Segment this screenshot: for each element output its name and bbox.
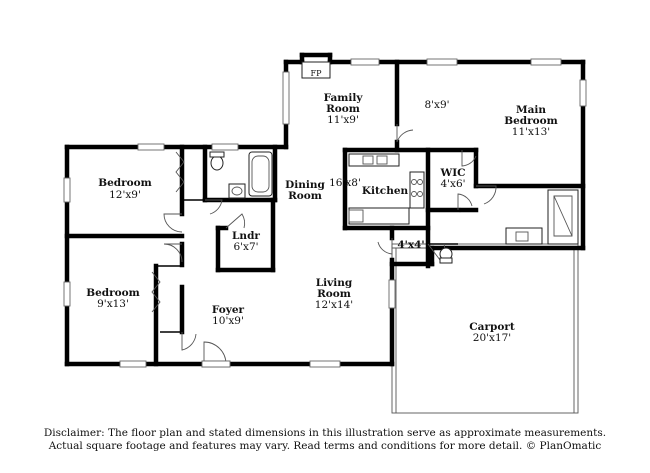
main-bedroom-label-1: Main: [516, 104, 546, 116]
laundry-label: Lndr: [232, 230, 260, 242]
family-room-label-2: Room: [326, 103, 360, 115]
interior-walls: [64, 59, 586, 367]
kitchen-counter-top: [348, 153, 400, 167]
foyer-label: Foyer: [212, 304, 245, 316]
wic-label: WIC: [439, 167, 465, 179]
bedroom-2-label: Bedroom: [86, 287, 140, 299]
bedroom-1-label: Bedroom: [98, 177, 152, 189]
main-bath-sink: [505, 227, 543, 245]
dining-room-label-2: Room: [288, 190, 322, 202]
fixtures: [151, 61, 579, 313]
family-room-dims: 11'x9': [327, 114, 359, 126]
living-room-label-1: Living: [316, 277, 353, 289]
main-bedroom-label-2: Bedroom: [504, 115, 558, 127]
disclaimer: Disclaimer: The floor plan and stated di…: [0, 427, 650, 453]
hall-4x4-dims: 4'x4': [397, 239, 424, 251]
living-room-label-2: Room: [317, 288, 351, 300]
closet-8x9-dims: 8'x9': [424, 99, 449, 111]
foyer-dims: 10'x9': [212, 315, 244, 327]
room-labels: FP Family Room 11'x9' 8'x9' Main Bedroom…: [86, 69, 558, 344]
main-bedroom-dims: 11'x13': [512, 126, 550, 138]
disclaimer-line-1: Disclaimer: The floor plan and stated di…: [43, 427, 607, 439]
toilet: [210, 155, 224, 171]
bathroom-sink: [228, 183, 246, 199]
bedroom-2-dims: 9'x13': [97, 298, 129, 310]
family-room-label-1: Family: [324, 92, 364, 104]
bedroom-1-dims: 12'x9': [109, 189, 141, 201]
dining-room-label-1: Dining: [285, 179, 325, 191]
disclaimer-line-2: Actual square footage and features may v…: [48, 440, 602, 452]
kitchen-label: Kitchen: [362, 185, 409, 197]
fireplace-box: [301, 61, 331, 79]
laundry-dims: 6'x7': [233, 241, 258, 253]
stove: [409, 171, 425, 209]
doors: [163, 124, 497, 368]
carport-dims: 20'x17': [473, 332, 511, 344]
bathtub: [248, 151, 273, 197]
dining-room-dims: 16'x8': [329, 177, 361, 189]
carport-label: Carport: [469, 321, 515, 333]
wic-dims: 4'x6': [440, 178, 465, 190]
living-room-dims: 12'x14': [315, 299, 353, 311]
fireplace-label: FP: [311, 69, 323, 78]
